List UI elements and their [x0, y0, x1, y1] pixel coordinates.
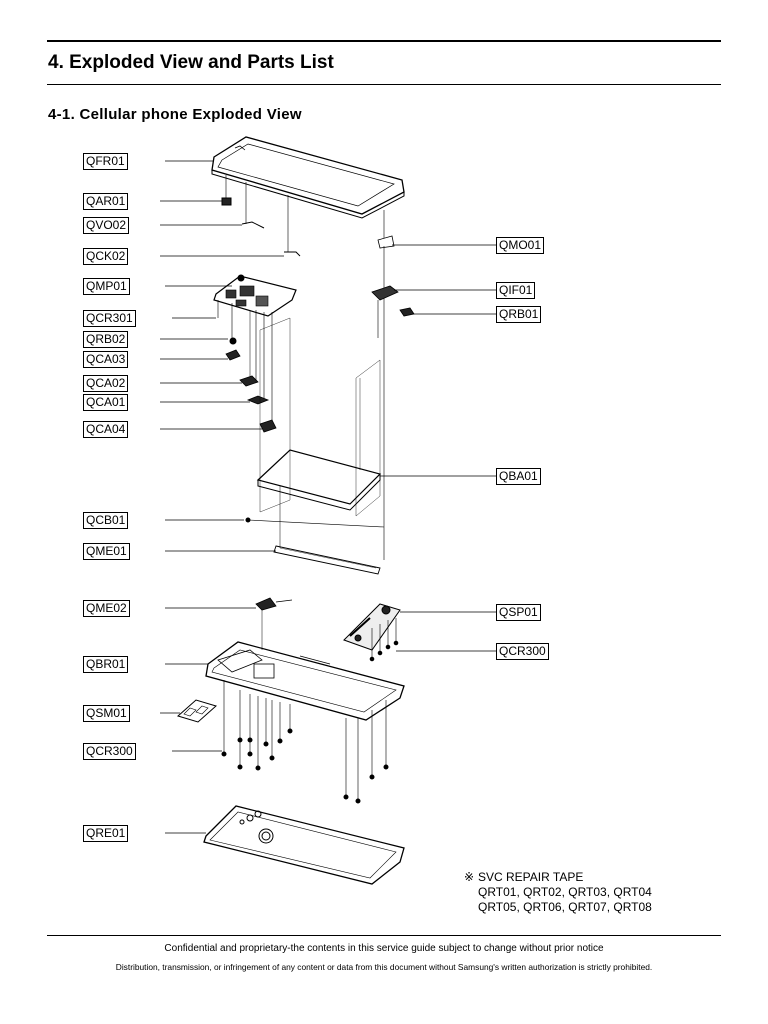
- part-label-qcr301: QCR301: [83, 310, 136, 327]
- part-label-qcr300-right: QCR300: [496, 643, 549, 660]
- page-title: 4. Exploded View and Parts List: [48, 52, 334, 73]
- part-label-qfr01: QFR01: [83, 153, 128, 170]
- part-label-qbr01: QBR01: [83, 656, 129, 673]
- part-label-qrb01: QRB01: [496, 306, 542, 323]
- part-label-qre01: QRE01: [83, 825, 129, 842]
- part-label-qif01: QIF01: [496, 282, 536, 299]
- svc-repair-tape-note: ※SVC REPAIR TAPE QRT01, QRT02, QRT03, QR…: [464, 870, 652, 915]
- subsection-title: 4-1. Cellular phone Exploded View: [48, 106, 302, 123]
- part-label-qme01: QME01: [83, 543, 130, 560]
- part-label-qvo02: QVO02: [83, 217, 130, 234]
- note-title: SVC REPAIR TAPE: [478, 870, 584, 884]
- bracket-frame-drawing: [205, 641, 405, 721]
- part-label-qmp01: QMP01: [83, 278, 130, 295]
- part-label-qcr300-left: QCR300: [83, 743, 136, 760]
- part-label-qsm01: QSM01: [83, 705, 130, 722]
- footer-confidential-notice: Confidential and proprietary-the content…: [164, 943, 604, 954]
- part-label-qme02: QME02: [83, 600, 130, 617]
- part-label-qba01: QBA01: [496, 468, 541, 485]
- footer-distribution-notice: Distribution, transmission, or infringem…: [115, 962, 653, 972]
- part-label-qca04: QCA04: [83, 421, 129, 438]
- rear-cover-drawing: [203, 805, 405, 885]
- speaker-module-drawing: [343, 603, 401, 651]
- part-label-qcb01: QCB01: [83, 512, 129, 529]
- part-label-qca03: QCA03: [83, 351, 129, 368]
- top-rule: [47, 40, 721, 42]
- display-assembly-drawing: [211, 136, 405, 219]
- part-label-qca01: QCA01: [83, 394, 129, 411]
- main-pcb-drawing: [213, 274, 297, 317]
- footer-rule: [47, 935, 721, 936]
- part-label-qrb02: QRB02: [83, 331, 129, 348]
- note-line-1: QRT01, QRT02, QRT03, QRT04: [478, 885, 652, 899]
- part-label-qar01: QAR01: [83, 193, 129, 210]
- part-label-qck02: QCK02: [83, 248, 129, 265]
- part-label-qsp01: QSP01: [496, 604, 541, 621]
- note-title-row: ※SVC REPAIR TAPE: [464, 870, 652, 885]
- reference-mark-icon: ※: [464, 870, 475, 884]
- title-underline: [47, 84, 721, 85]
- part-label-qmo01: QMO01: [496, 237, 545, 254]
- note-line-2: QRT05, QRT06, QRT07, QRT08: [478, 900, 652, 914]
- battery-drawing: [256, 449, 382, 511]
- part-label-qca02: QCA02: [83, 375, 129, 392]
